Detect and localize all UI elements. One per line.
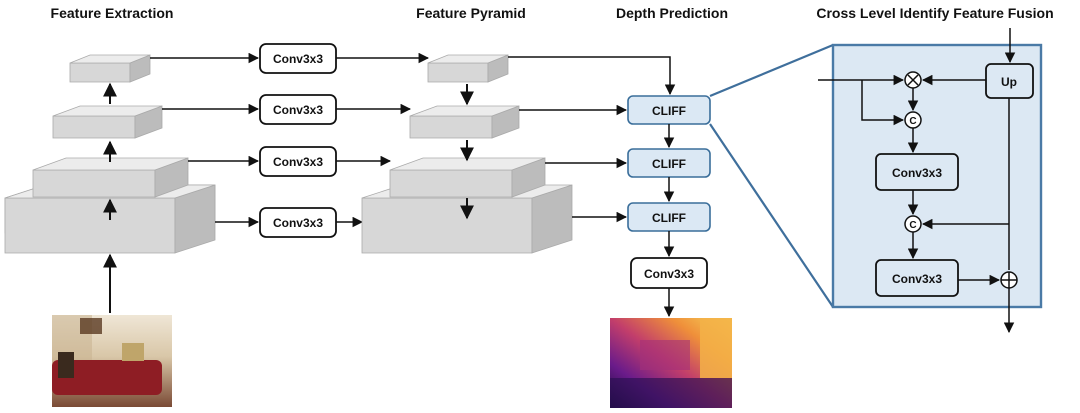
lateral-conv-1: Conv3x3 xyxy=(259,43,337,74)
feature-pyramid-stack xyxy=(361,54,573,254)
title-feature-pyramid: Feature Pyramid xyxy=(416,5,526,21)
zoom-line-top xyxy=(709,43,834,98)
lateral-conv-3-label: Conv3x3 xyxy=(273,155,323,169)
detail-conv-bottom: Conv3x3 xyxy=(875,259,959,297)
input-rgb-image xyxy=(52,315,172,407)
output-conv: Conv3x3 xyxy=(630,257,708,289)
detail-concat-op-1: C xyxy=(904,111,922,129)
zoom-line-bottom xyxy=(709,123,834,308)
cliff-detail-panel: Up C Conv3x3 xyxy=(818,28,1043,334)
detail-skip-to-concat-1 xyxy=(861,80,905,126)
detail-concat-1-label: C xyxy=(909,116,916,127)
backbone-level-1 xyxy=(69,54,151,83)
detail-conv-bottom-label: Conv3x3 xyxy=(892,272,942,286)
title-cliff-fusion: Cross Level Identify Feature Fusion xyxy=(816,5,1053,21)
pyramid-level-3 xyxy=(389,157,546,198)
pyramid-level-1 xyxy=(427,54,509,83)
lateral-conv-1-label: Conv3x3 xyxy=(273,52,323,66)
output-conv-label: Conv3x3 xyxy=(644,267,694,281)
detail-conv-top-label: Conv3x3 xyxy=(892,166,942,180)
cliff-block-2-label: CLIFF xyxy=(652,157,686,171)
title-depth-prediction: Depth Prediction xyxy=(616,5,728,21)
title-feature-extraction: Feature Extraction xyxy=(51,5,174,21)
pyramid-level-2 xyxy=(409,105,520,139)
detail-concat-op-2: C xyxy=(904,215,922,233)
cliff-block-1: CLIFF xyxy=(627,95,711,125)
detail-up-block: Up xyxy=(985,63,1034,99)
detail-add-op xyxy=(1000,271,1018,289)
detail-conv-top: Conv3x3 xyxy=(875,153,959,191)
lateral-conv-2-label: Conv3x3 xyxy=(273,103,323,117)
lateral-conv-4: Conv3x3 xyxy=(259,207,337,238)
detail-up-label: Up xyxy=(1001,75,1017,89)
feature-extraction-stack xyxy=(4,54,216,254)
cliff-block-3: CLIFF xyxy=(627,202,711,232)
lateral-conv-3: Conv3x3 xyxy=(259,146,337,177)
backbone-level-2 xyxy=(52,105,163,139)
lateral-conv-4-label: Conv3x3 xyxy=(273,216,323,230)
pyramid-to-cliff-1-top xyxy=(508,56,676,96)
detail-concat-2-label: C xyxy=(909,220,916,231)
cliff-block-2: CLIFF xyxy=(627,148,711,178)
cliff-block-1-label: CLIFF xyxy=(652,104,686,118)
cliff-block-3-label: CLIFF xyxy=(652,211,686,225)
backbone-level-3 xyxy=(32,157,189,198)
output-depth-map xyxy=(610,318,732,408)
detail-multiply-op xyxy=(904,71,922,89)
lateral-conv-2: Conv3x3 xyxy=(259,94,337,125)
